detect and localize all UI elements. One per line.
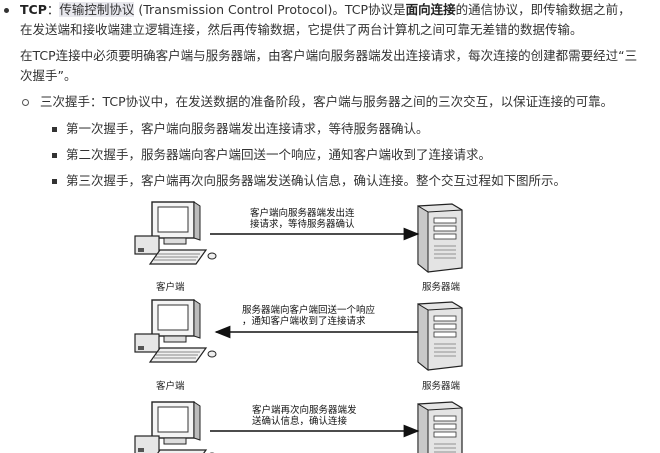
square-bullet (52, 127, 57, 132)
intro-paragraph: TCP：传输控制协议 (Transmission Control Protoco… (20, 0, 650, 40)
step-2: 第二次握手，服务器端向客户端回送一个响应，通知客户端收到了连接请求。 (66, 147, 492, 162)
term-tcp: TCP (20, 2, 47, 17)
square-bullet (52, 179, 57, 184)
message-1-line1: 客户端向服务器端发出连 (250, 208, 355, 219)
diagram-svg (134, 201, 463, 453)
colon: ： (46, 2, 60, 17)
term-en: (Transmission Control Protocol)。TCP协议是 (134, 2, 406, 17)
square-bullet (52, 153, 57, 158)
step-3: 第三次握手，客户端再次向服务器端发送确认信息，确认连接。整个交互过程如下图所示。 (66, 173, 567, 188)
server-icon (417, 203, 463, 273)
para2-line2: 次握手”。 (20, 68, 77, 83)
server-label: 服务器端 (422, 381, 461, 392)
handshake-summary: 三次握手：TCP协议中，在发送数据的准备阶段，客户端与服务器之间的三次交互，以保… (40, 94, 614, 109)
client-label: 客户端 (156, 282, 185, 293)
circle-bullet (22, 99, 29, 106)
computer-icon (134, 401, 217, 453)
server-icon (417, 301, 463, 371)
server-label: 服务器端 (422, 282, 461, 293)
intro-line2: 在发送端和接收端建立逻辑连接，然后再传输数据，它提供了两台计算机之间可靠无差错的… (20, 22, 583, 37)
server-icon (417, 401, 463, 453)
computer-icon (134, 201, 217, 265)
message-3-line1: 客户端再次向服务器端发 (252, 405, 357, 416)
computer-icon (134, 299, 217, 363)
message-1-line2: 接请求，等待服务器确认 (250, 219, 355, 230)
connection-paragraph: 在TCP连接中必须要明确客户端与服务器端，由客户端向服务器端发出连接请求，每次连… (20, 46, 650, 86)
three-way-handshake-diagram: 客户端向服务器端发出连 接请求，等待服务器确认 客户端 服务器端 服务器端向客户… (120, 198, 520, 453)
message-2-line1: 服务器端向客户端回送一个响应 (242, 305, 376, 316)
bullet-dot (4, 8, 9, 13)
client-label: 客户端 (156, 381, 185, 392)
intro-rest: 的通信协议，即传输数据之前， (455, 2, 631, 17)
step-1: 第一次握手，客户端向服务器端发出连接请求，等待服务器确认。 (66, 121, 429, 136)
para2-line1: 在TCP连接中必须要明确客户端与服务器端，由客户端向服务器端发出连接请求，每次连… (20, 48, 638, 63)
message-2-line2: ，通知客户端收到了连接请求 (242, 316, 366, 327)
bold-phrase: 面向连接 (405, 2, 456, 17)
message-3-line2: 送确认信息，确认连接 (252, 416, 348, 427)
term-cn: 传输控制协议 (59, 2, 135, 17)
